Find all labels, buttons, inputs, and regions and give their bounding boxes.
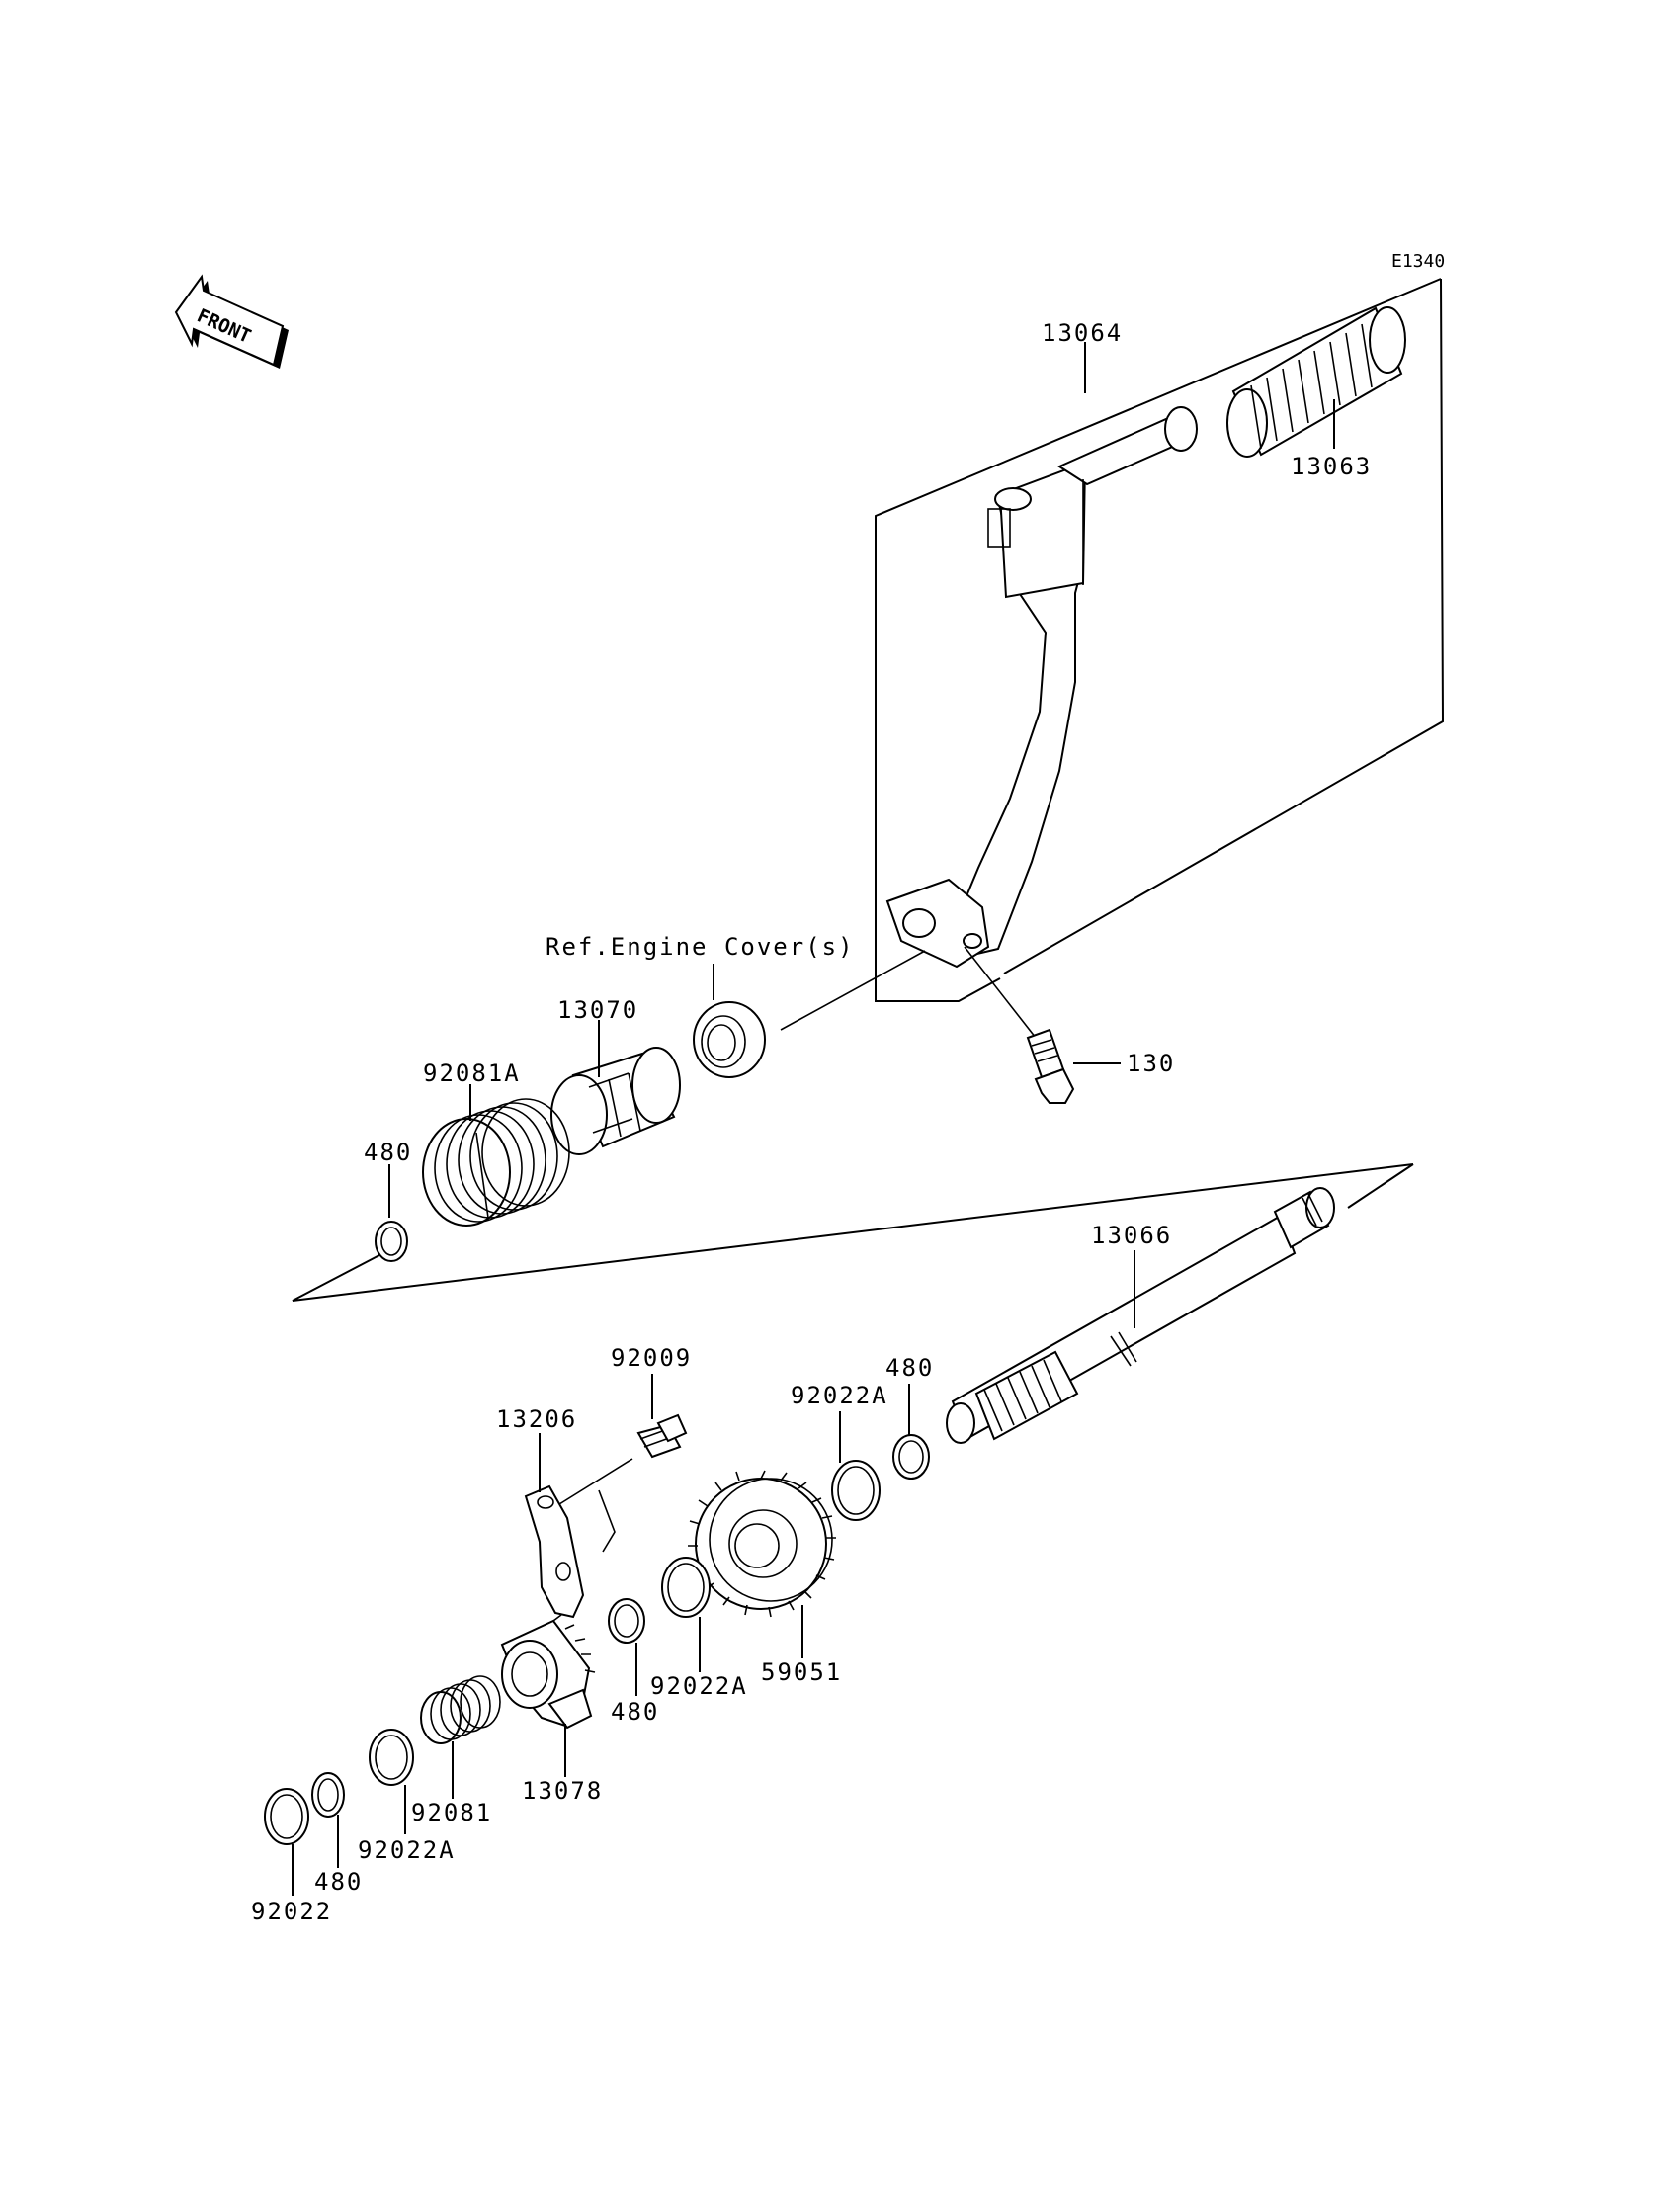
label-13206: 13206 bbox=[496, 1405, 577, 1433]
ratchet-spring bbox=[420, 1675, 501, 1744]
label-130: 130 bbox=[1127, 1050, 1175, 1077]
kick-shaft bbox=[946, 1187, 1335, 1444]
circlip-top bbox=[375, 1221, 408, 1262]
label-13066: 13066 bbox=[1091, 1222, 1172, 1249]
pedal-rubber-grip bbox=[1226, 306, 1406, 458]
ratchet bbox=[500, 1614, 596, 1730]
label-92081: 92081 bbox=[411, 1799, 492, 1826]
circlip-middle bbox=[608, 1598, 645, 1644]
front-arrow-icon: FRONT bbox=[174, 274, 289, 369]
cover-guide-line bbox=[780, 950, 926, 1031]
circlip-upper bbox=[892, 1434, 930, 1480]
washer-lower bbox=[369, 1729, 414, 1786]
label-92022: 92022 bbox=[251, 1898, 332, 1925]
label-92022A-lower: 92022A bbox=[358, 1836, 456, 1864]
label-480-lower: 480 bbox=[314, 1868, 363, 1896]
oil-seal bbox=[693, 1001, 766, 1078]
label-13063: 13063 bbox=[1291, 453, 1372, 480]
shaft-group-line-a bbox=[292, 1163, 1414, 1302]
label-92022A-mid: 92022A bbox=[650, 1672, 748, 1700]
label-ref-engine-cover: Ref.Engine Cover(s) bbox=[546, 933, 855, 961]
screw-guide-line bbox=[558, 1458, 633, 1505]
assembly-box-right bbox=[1003, 278, 1445, 974]
label-13064: 13064 bbox=[1042, 319, 1123, 347]
label-92009: 92009 bbox=[611, 1344, 692, 1372]
torsion-spring bbox=[422, 1098, 570, 1227]
label-13078: 13078 bbox=[522, 1777, 603, 1805]
assembly-box-left bbox=[875, 278, 1442, 1002]
label-13070: 13070 bbox=[557, 996, 638, 1024]
plate-bracket bbox=[598, 1489, 616, 1553]
kick-gear bbox=[688, 1470, 836, 1618]
washer-middle bbox=[661, 1557, 711, 1618]
shaft-group-line-b bbox=[1347, 1163, 1414, 1209]
stopper-screw bbox=[636, 1413, 688, 1459]
circlip-lower bbox=[311, 1772, 345, 1818]
ratchet-guide-plate bbox=[524, 1484, 585, 1619]
pedal-bolt bbox=[1026, 1028, 1075, 1104]
washer-bottom bbox=[264, 1788, 309, 1845]
label-92022A-upper: 92022A bbox=[791, 1382, 888, 1409]
label-480-mid: 480 bbox=[611, 1698, 659, 1726]
label-92081A: 92081A bbox=[423, 1059, 521, 1087]
washer-upper bbox=[831, 1460, 881, 1521]
guide-sleeve bbox=[550, 1047, 681, 1155]
diagram-code: E1340 bbox=[1391, 251, 1445, 272]
kick-pedal-arm bbox=[885, 406, 1198, 969]
label-480-top: 480 bbox=[364, 1139, 412, 1166]
bolt-guide-line bbox=[964, 946, 1037, 1039]
label-59051: 59051 bbox=[761, 1658, 842, 1686]
label-480-upper: 480 bbox=[885, 1354, 934, 1382]
